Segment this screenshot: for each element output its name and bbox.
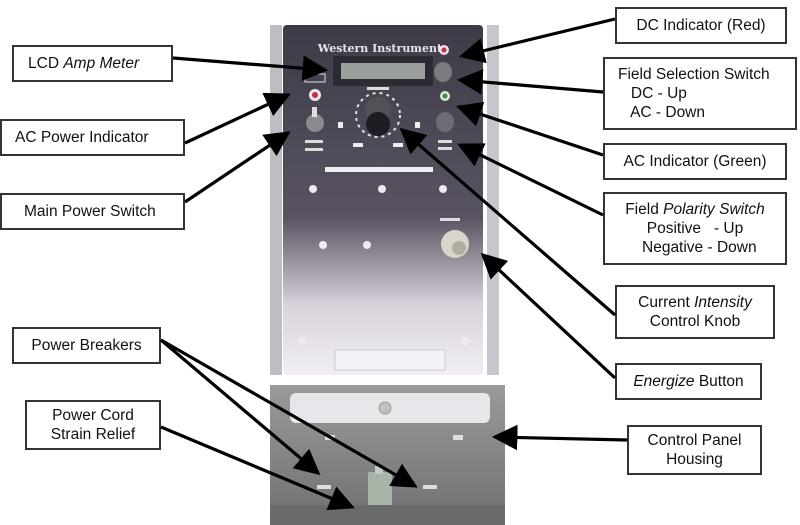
callout-control-panel-housing: Control Panel Housing bbox=[627, 425, 762, 475]
arrow-intensity-knob bbox=[399, 127, 617, 317]
polarity-switch bbox=[436, 112, 454, 132]
callout-field-polarity-switch: Field Polarity Switch Positive - Up Nega… bbox=[603, 192, 787, 265]
arrow-field-selection bbox=[456, 69, 604, 95]
callout-power-breakers: Power Breakers bbox=[12, 327, 161, 364]
arrow-lcd-amp-meter bbox=[172, 55, 329, 81]
brand-text: Western Instruments bbox=[317, 42, 448, 55]
callout-ac-power-indicator: AC Power Indicator bbox=[0, 119, 185, 156]
main-power-switch bbox=[306, 114, 324, 132]
lcd-screen bbox=[341, 63, 425, 79]
arrow-housing bbox=[491, 424, 628, 451]
arrow-ac-indicator bbox=[455, 101, 604, 157]
arrow-ac-power-indicator bbox=[184, 92, 291, 145]
callout-power-cord-strain-relief: Power Cord Strain Relief bbox=[25, 400, 161, 450]
right-rail bbox=[487, 25, 499, 375]
arrow-main-power-switch bbox=[184, 131, 291, 204]
callout-energize-button: Energize Button bbox=[615, 363, 762, 400]
intensity-knob bbox=[355, 92, 401, 138]
arrow-power-breakers-1 bbox=[159, 338, 321, 476]
arrow-power-breakers-2 bbox=[160, 338, 418, 488]
callout-ac-indicator: AC Indicator (Green) bbox=[603, 143, 787, 180]
device-photo: Western Instruments bbox=[270, 25, 505, 525]
callout-field-selection-switch: Field Selection Switch DC - Up AC - Down bbox=[603, 57, 797, 130]
callout-lcd-amp-meter: LCD Amp Meter bbox=[12, 45, 173, 82]
arrow-power-cord bbox=[160, 425, 355, 511]
arrow-energize bbox=[480, 252, 617, 380]
panel-screws bbox=[298, 185, 469, 345]
field-selection-switch bbox=[434, 62, 452, 82]
arrow-field-polarity bbox=[457, 143, 604, 217]
callout-current-intensity-knob: Current Intensity Control Knob bbox=[615, 285, 775, 339]
arrow-dc-indicator bbox=[458, 17, 616, 64]
callout-dc-indicator: DC Indicator (Red) bbox=[615, 7, 787, 44]
callout-main-power-switch: Main Power Switch bbox=[0, 193, 185, 230]
front-panel bbox=[283, 25, 483, 375]
